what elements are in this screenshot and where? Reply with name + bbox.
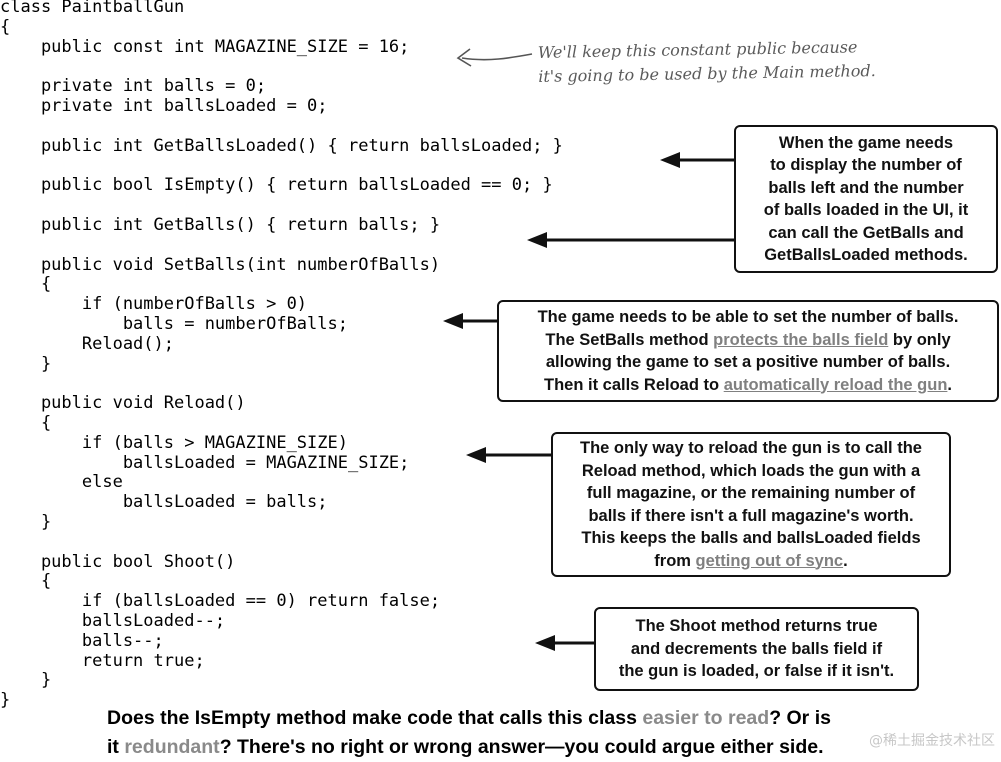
question-text: ? There's no right or wrong answer—you c… — [219, 736, 824, 758]
callout-line: balls if there isn't a full magazine's w… — [588, 506, 914, 525]
code-line: Reload(); — [0, 334, 174, 354]
code-line: ballsLoaded--; — [0, 611, 226, 631]
code-line: balls--; — [0, 631, 164, 651]
callout-line: GetBallsLoaded methods. — [764, 246, 968, 264]
code-line: { — [0, 17, 11, 37]
callout-line: can call the GetBalls and — [768, 223, 964, 242]
callout-line: from getting out of sync. — [559, 550, 943, 573]
bottom-question: Does the IsEmpty method make code that c… — [107, 704, 831, 762]
code-line: ballsLoaded = MAGAZINE_SIZE; — [0, 453, 410, 473]
code-line: ballsLoaded = balls; — [0, 492, 328, 512]
callout-line: The Shoot method returns true — [635, 617, 878, 636]
callout-line: the gun is loaded, or false if it isn't. — [618, 662, 895, 681]
question-emphasis: easier to read — [642, 707, 770, 729]
callout-text: . — [843, 551, 848, 570]
callout-text: . — [947, 375, 952, 394]
code-line: } — [0, 690, 11, 710]
callout-shoot: The Shoot method returns true and decrem… — [594, 607, 919, 691]
code-line: balls = numberOfBalls; — [0, 314, 348, 334]
code-line: public int GetBallsLoaded() { return bal… — [0, 136, 563, 156]
code-line: public void Reload() — [0, 393, 246, 413]
callout-line: The only way to reload the gun is to cal… — [580, 439, 922, 457]
highlight-out-of-sync: getting out of sync — [695, 551, 844, 570]
arrow-note — [456, 48, 533, 67]
question-line: Does the IsEmpty method make code that c… — [107, 704, 831, 733]
code-line: public int GetBalls() { return balls; } — [0, 215, 441, 235]
callout-line: allowing the game to set a positive numb… — [545, 353, 951, 371]
callout-text: The SetBalls method — [545, 330, 714, 349]
code-line: } — [0, 670, 52, 690]
watermark: @稀土掘金技术社区 — [869, 733, 995, 749]
callout-line: The SetBalls method protects the balls f… — [505, 329, 991, 352]
code-line: private int balls = 0; — [0, 76, 267, 96]
callout-line: Then it calls Reload to automatically re… — [505, 374, 991, 397]
code-line: if (ballsLoaded == 0) return false; — [0, 591, 441, 611]
code-line: } — [0, 354, 52, 374]
callout-text: Then it calls Reload to — [543, 375, 724, 394]
code-line: return true; — [0, 651, 205, 671]
code-line: if (numberOfBalls > 0) — [0, 294, 308, 314]
handwritten-note: We'll keep this constant public because … — [538, 35, 876, 89]
arrow-setballs — [443, 313, 497, 329]
callout-line: full magazine, or the remaining number o… — [586, 484, 916, 502]
question-emphasis: redundant — [124, 736, 220, 758]
code-line: { — [0, 274, 52, 294]
callout-reload: The only way to reload the gun is to cal… — [551, 432, 951, 577]
question-text: Does the IsEmpty method make code that c… — [107, 707, 643, 729]
callout-text: by only — [888, 330, 951, 349]
callout-setballs: The game needs to be able to set the num… — [497, 300, 999, 402]
code-line: public bool IsEmpty() { return ballsLoad… — [0, 175, 553, 195]
callout-line: This keeps the balls and ballsLoaded fie… — [581, 529, 921, 547]
question-text: ? Or is — [769, 707, 831, 729]
arrow-getballs — [527, 232, 734, 248]
callout-line: balls left and the number — [768, 178, 964, 197]
callout-line: and decrements the balls field if — [630, 639, 883, 658]
code-line: if (balls > MAGAZINE_SIZE) — [0, 433, 348, 453]
arrow-reload — [466, 447, 551, 463]
question-line: it redundant? There's no right or wrong … — [107, 733, 831, 762]
code-line: { — [0, 413, 52, 433]
callout-line: of balls loaded in the UI, it — [763, 201, 969, 219]
code-line: { — [0, 571, 52, 591]
highlight-protects-balls-field: protects the balls field — [713, 330, 889, 349]
code-line: public bool Shoot() — [0, 552, 236, 572]
code-line: } — [0, 512, 52, 532]
code-line: else — [0, 472, 123, 492]
callout-line: Reload method, which loads the gun with … — [581, 461, 921, 480]
callout-line: The game needs to be able to set the num… — [537, 308, 959, 326]
arrow-getballsloaded — [660, 152, 734, 168]
callout-getballs: When the game needs to display the numbe… — [734, 125, 998, 273]
code-line: private int ballsLoaded = 0; — [0, 96, 328, 116]
arrow-shoot — [535, 635, 594, 651]
callout-line: to display the number of — [770, 156, 962, 174]
callout-line: When the game needs — [778, 133, 954, 152]
code-line: public const int MAGAZINE_SIZE = 16; — [0, 37, 410, 57]
code-line: class PaintballGun — [0, 0, 185, 17]
highlight-auto-reload: automatically reload the gun — [723, 375, 948, 394]
question-text: it — [107, 736, 125, 758]
code-line: public void SetBalls(int numberOfBalls) — [0, 255, 441, 275]
callout-text: from — [654, 551, 696, 570]
